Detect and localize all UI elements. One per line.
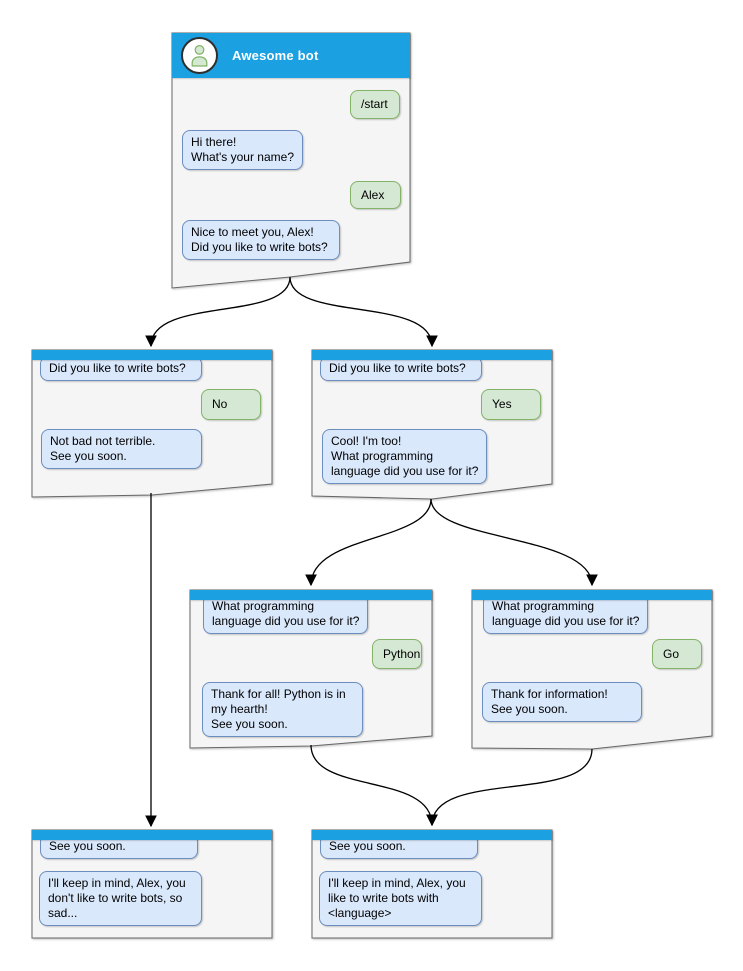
card-branch-no-header-strip [32, 350, 272, 360]
arrow-yes-to-go [430, 498, 598, 587]
card-branch-yes-header-strip [312, 350, 552, 360]
card-end-yes-header-strip [312, 830, 552, 840]
arrow-go-to-end [426, 748, 593, 827]
bubble-user-yes: Yes [481, 389, 541, 420]
bubble-user-name: Alex [350, 181, 401, 209]
arrow-python-to-end [310, 744, 438, 827]
bubble-user-no: No [201, 389, 261, 420]
bubble-user-go: Go [652, 639, 702, 669]
arrow-yes-to-python [305, 498, 432, 587]
bubble-bot-nice-to-meet: Nice to meet you, Alex! Did you like to … [182, 220, 340, 260]
bot-window-header: Awesome bot [172, 33, 410, 78]
card-end-no-header-strip [32, 830, 272, 840]
arrow-main-to-yes [289, 276, 438, 348]
bubble-bot-cool: Cool! I'm too! What programming language… [322, 429, 488, 484]
bubble-user-python: Python [372, 639, 422, 669]
bubble-bot-language-question-go-card: What programming language did you use fo… [483, 594, 649, 634]
bubble-bot-not-bad: Not bad not terrible. See you soon. [41, 429, 202, 469]
card-branch-go-header-strip [472, 590, 712, 600]
bubble-bot-question-yes-card: Did you like to write bots? [320, 356, 482, 381]
card-branch-python-header-strip [190, 590, 432, 600]
bubble-bot-question-no-card: Did you like to write bots? [40, 356, 202, 381]
bubble-bot-keep-in-mind-yes: I'll keep in mind, Alex, you like to wri… [319, 871, 482, 926]
bubble-bot-thank-python: Thank for all! Python is in my hearth! S… [202, 682, 363, 737]
bubble-bot-language-question-python-card: What programming language did you use fo… [203, 594, 369, 634]
bot-window-title: Awesome bot [232, 48, 319, 63]
arrow-main-to-no [145, 276, 291, 348]
bubble-user-start: /start [350, 90, 400, 119]
bot-avatar [181, 37, 218, 74]
bubble-bot-greeting: Hi there! What's your name? [182, 130, 304, 170]
bubble-bot-thank-info: Thank for information! See you soon. [482, 682, 642, 722]
bubble-bot-keep-in-mind-no: I'll keep in mind, Alex, you don't like … [39, 871, 202, 926]
person-icon [191, 44, 208, 67]
